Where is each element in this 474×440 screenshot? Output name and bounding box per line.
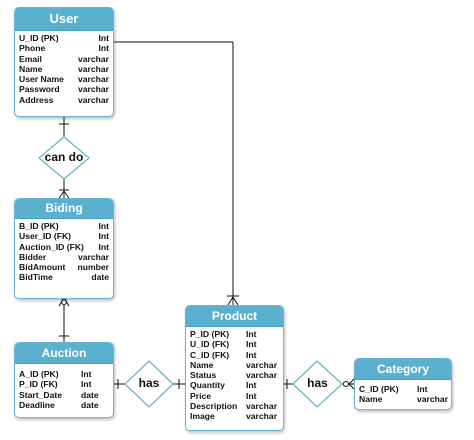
entity-biding-fields: B_ID (PK)Int User_ID (FK)Int Auction_ID …: [15, 219, 113, 286]
field-row: P_ID (PK)Int: [190, 329, 257, 339]
field-row: C_ID (PK)Int: [359, 384, 428, 394]
entity-auction-title: Auction: [15, 343, 113, 364]
entity-auction[interactable]: Auction A_ID (PK)Int P_ID (FK)Int Start_…: [14, 342, 114, 418]
field-row: U_ID (PK)Int: [19, 33, 109, 43]
relationship-has-auction-label: has: [138, 376, 160, 390]
relationship-can-do-label: can do: [44, 150, 84, 164]
entity-user-title: User: [15, 8, 113, 31]
entity-biding-title: Biding: [15, 199, 113, 219]
field-row: U_ID (FK)Int: [190, 339, 257, 350]
entity-product-fields: P_ID (PK)Int U_ID (FK)Int C_ID (FK)Int N…: [186, 327, 283, 425]
has-product-category-diamond: [292, 360, 343, 408]
field-row: B_ID (PK)Int: [19, 221, 109, 231]
relationship-has-category-label: has: [307, 376, 328, 390]
field-row: C_ID (FK)Int: [190, 349, 257, 360]
field-row: User_ID (FK)Int: [19, 231, 109, 242]
field-row: A_ID (PK)Int: [19, 369, 92, 379]
entity-product-title: Product: [186, 306, 283, 327]
has-auction-product-diamond: [124, 360, 174, 408]
can-do-diamond: [37, 136, 91, 180]
entity-product[interactable]: Product P_ID (PK)Int U_ID (FK)Int C_ID (…: [185, 305, 284, 431]
field-row: P_ID (FK)Int: [19, 379, 92, 390]
field-row: Auction_ID (FK)Int: [19, 241, 109, 252]
entity-category-title: Category: [355, 359, 451, 380]
entity-biding[interactable]: Biding B_ID (PK)Int User_ID (FK)Int Auct…: [14, 198, 114, 299]
